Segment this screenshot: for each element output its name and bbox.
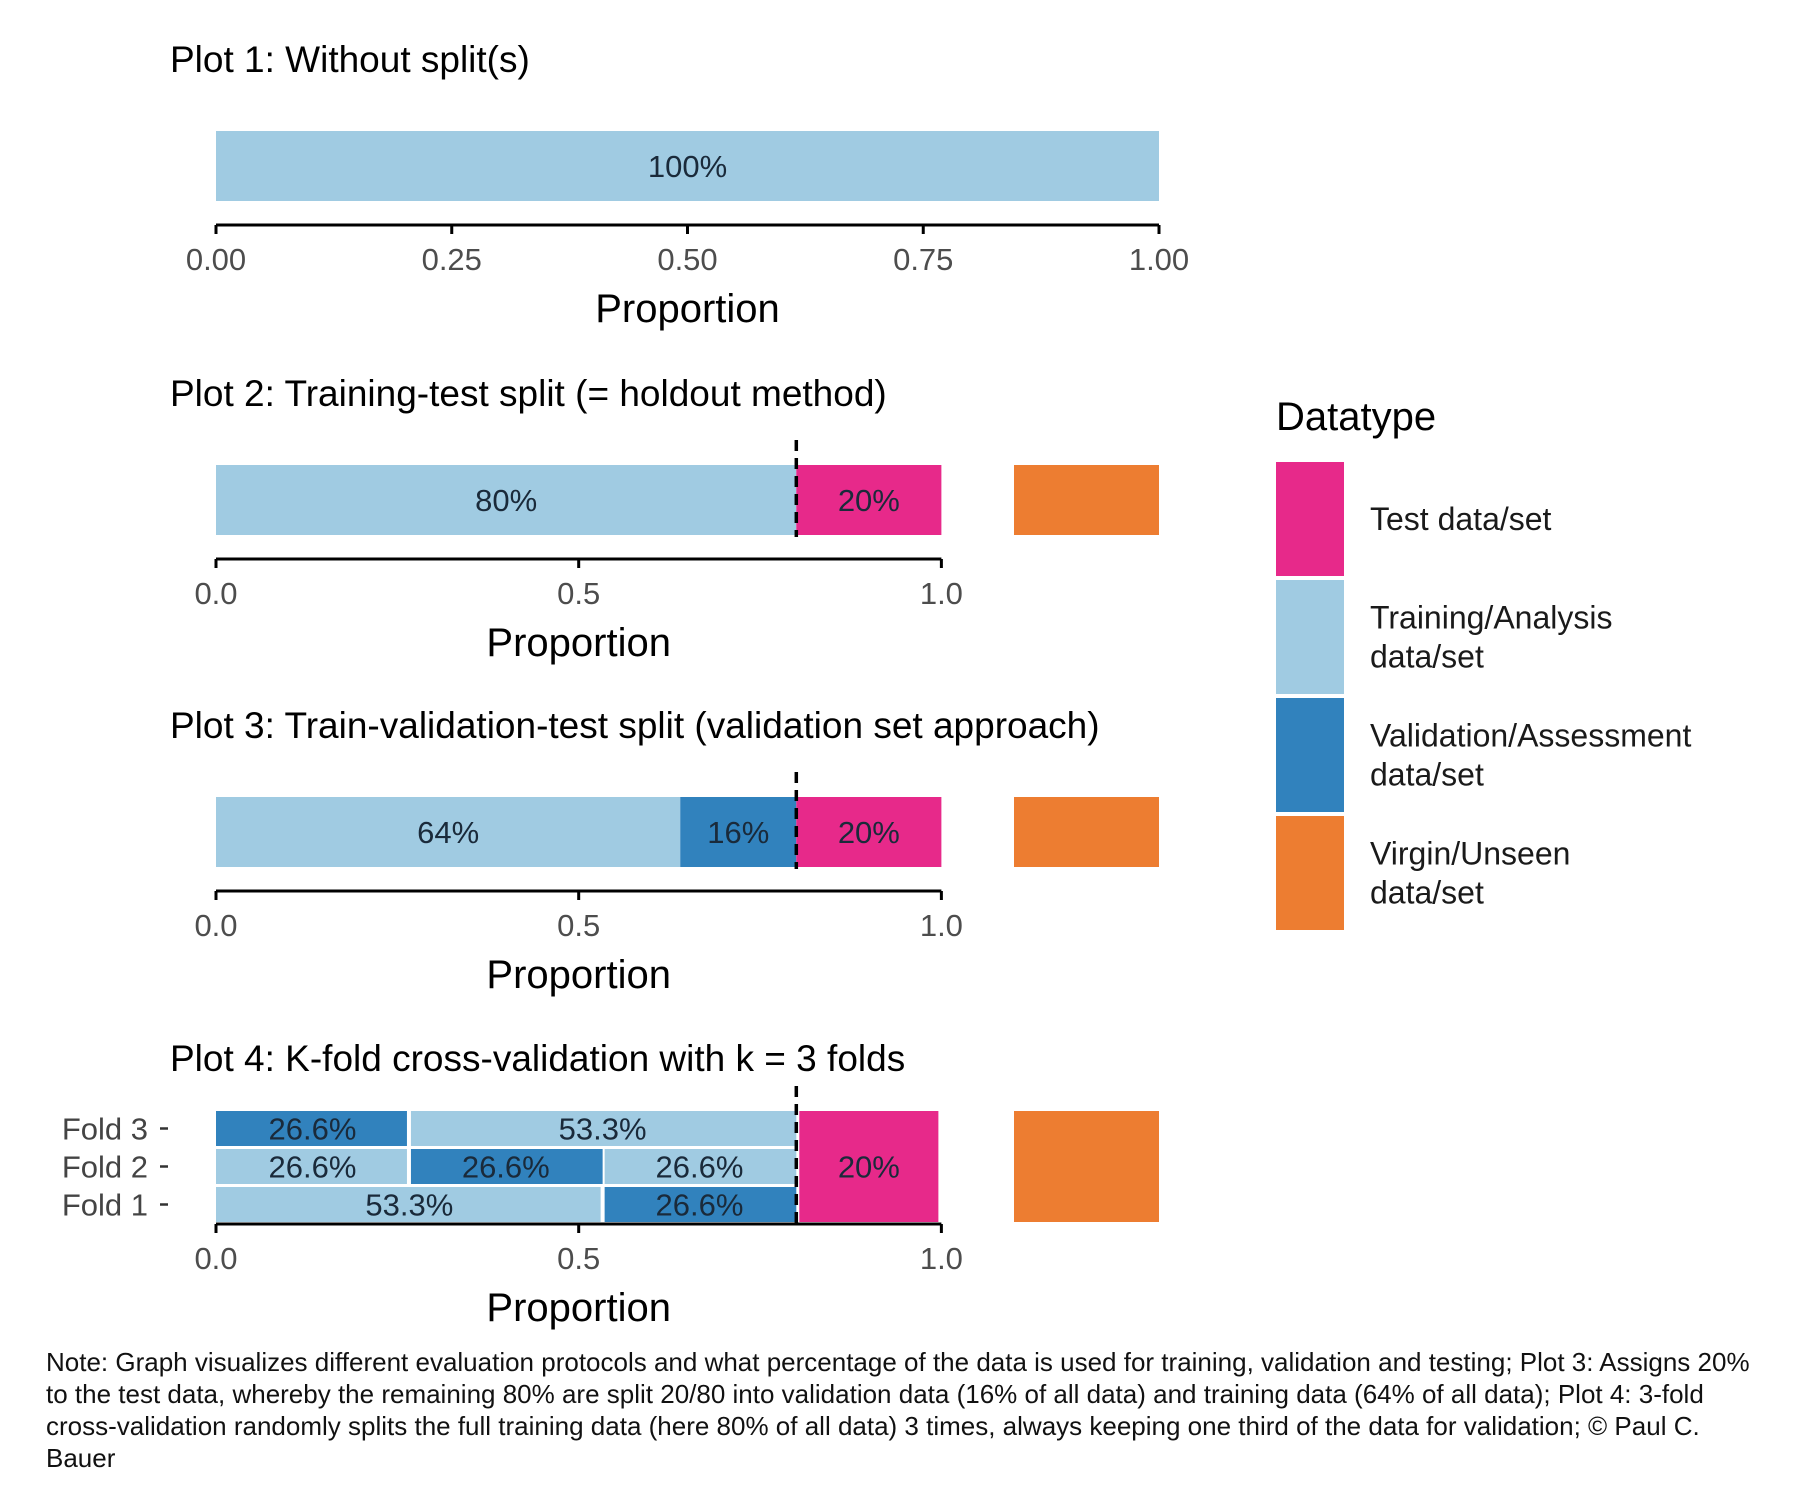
plot-3-virgin-block	[1014, 797, 1159, 867]
legend-key-virgin	[1276, 816, 1344, 930]
fold-label: Fold 3	[62, 1112, 148, 1147]
plot-4-bar-train	[216, 1187, 601, 1222]
plot-4-bar-label: 53.3%	[559, 1112, 647, 1147]
plot-3-x-axis-label: Proportion	[486, 953, 671, 997]
plot-4-bar-test	[799, 1111, 939, 1222]
plot-2-bar-test	[796, 465, 942, 535]
legend-label-test: Test data/set	[1370, 501, 1552, 537]
plot-2-x-axis-label: Proportion	[486, 621, 671, 665]
legend-label-train: Training/Analysis	[1370, 600, 1612, 636]
legend-key-train	[1276, 580, 1344, 694]
plot-4-bar-label: 20%	[838, 1150, 900, 1185]
legend-title: Datatype	[1276, 395, 1436, 439]
plot-1-x-axis-label: Proportion	[595, 287, 780, 331]
x-tick-label: 0.50	[657, 242, 717, 277]
plot-1-title: Plot 1: Without split(s)	[170, 39, 530, 80]
plot-4-bar-label: 26.6%	[269, 1112, 357, 1147]
plot-4-x-axis-label: Proportion	[486, 1286, 671, 1330]
chart-note: Note: Graph visualizes different evaluat…	[46, 1347, 1750, 1473]
x-tick-label: 1.0	[920, 576, 963, 611]
plot-4-bar-validation	[216, 1111, 407, 1146]
x-tick-label: 0.00	[186, 242, 246, 277]
legend-key-test	[1276, 462, 1344, 576]
plot-2-virgin-block	[1014, 465, 1159, 535]
plot-4-title: Plot 4: K-fold cross-validation with k =…	[170, 1038, 905, 1079]
plot-4-bar-label: 26.6%	[656, 1150, 744, 1185]
plot-3-bar-train	[216, 797, 681, 867]
legend-label-virgin: data/set	[1370, 875, 1484, 911]
x-tick-label: 0.5	[557, 908, 600, 943]
plot-3-bar-label: 16%	[707, 815, 769, 850]
x-tick-label: 0.0	[194, 908, 237, 943]
x-tick-label: 0.5	[557, 1241, 600, 1276]
x-tick-label: 1.0	[920, 1241, 963, 1276]
x-tick-label: 0.0	[194, 576, 237, 611]
fold-label: Fold 1	[62, 1188, 148, 1223]
plot-2-title: Plot 2: Training-test split (= holdout m…	[170, 373, 887, 414]
plot-3-bar-validation	[680, 797, 797, 867]
plot-4-bar-label: 26.6%	[269, 1150, 357, 1185]
legend-label-validation: Validation/Assessment	[1370, 718, 1691, 754]
plot-4-bar-label: 26.6%	[656, 1188, 744, 1223]
plot-3-bar-label: 20%	[838, 815, 900, 850]
x-tick-label: 0.75	[893, 242, 953, 277]
plot-1-bar-label: 100%	[648, 149, 727, 184]
plot-4-bar-label: 26.6%	[462, 1150, 550, 1185]
legend-label-validation: data/set	[1370, 757, 1484, 793]
x-tick-label: 1.0	[920, 908, 963, 943]
plot-3-bar-test	[796, 797, 942, 867]
fold-label: Fold 2	[62, 1150, 148, 1185]
plot-3-bar-label: 64%	[417, 815, 479, 850]
x-tick-label: 0.5	[557, 576, 600, 611]
x-tick-label: 0.0	[194, 1241, 237, 1276]
plot-4-bar-train	[216, 1149, 407, 1184]
x-tick-label: 0.25	[422, 242, 482, 277]
legend-label-virgin: Virgin/Unseen	[1370, 836, 1570, 872]
plot-4-bar-train	[604, 1149, 797, 1184]
plot-4-bar-validation	[410, 1149, 603, 1184]
plot-4-bar-validation	[604, 1187, 797, 1222]
legend-label-train: data/set	[1370, 639, 1484, 675]
legend-key-validation	[1276, 698, 1344, 812]
plot-2-bar-label: 80%	[475, 483, 537, 518]
plot-2-bar-train	[216, 465, 797, 535]
plot-4-bar-label: 53.3%	[365, 1188, 453, 1223]
plot-1-bar-train	[216, 131, 1159, 201]
x-tick-label: 1.00	[1129, 242, 1189, 277]
plot-3-title: Plot 3: Train-validation-test split (val…	[170, 705, 1100, 746]
plot-4-virgin-block	[1014, 1111, 1159, 1222]
plot-4-bar-train	[410, 1111, 797, 1146]
plot-2-bar-label: 20%	[838, 483, 900, 518]
